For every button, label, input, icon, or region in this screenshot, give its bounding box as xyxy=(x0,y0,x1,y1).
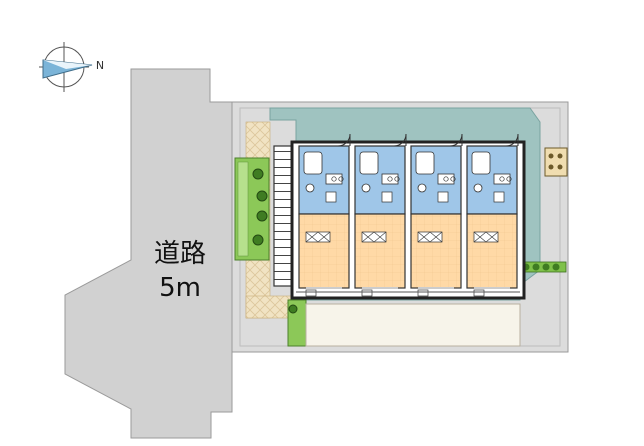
closet-icon xyxy=(417,231,443,243)
closet-icon xyxy=(473,231,499,243)
bathtub-icon xyxy=(303,151,323,175)
units-layer xyxy=(298,133,519,297)
washer-icon xyxy=(493,191,505,203)
unit-room xyxy=(298,213,350,289)
stove-burner-icon xyxy=(387,176,393,182)
road-name-label: 道路 xyxy=(154,239,206,269)
closet-door-icon xyxy=(417,231,443,243)
shrub-icons xyxy=(252,168,268,246)
kitchen-counter-icon xyxy=(381,173,399,185)
closet-door-icon xyxy=(305,231,331,243)
hedge-right xyxy=(519,261,567,273)
toilet-icon xyxy=(473,183,483,193)
closet-door-icon xyxy=(473,231,499,243)
road-area xyxy=(64,68,233,439)
shrub-icon-bottom xyxy=(288,304,298,314)
ac-unit-icon xyxy=(361,289,373,297)
bathtub-icon xyxy=(415,151,435,175)
stove-burner-icon xyxy=(450,176,456,182)
unit-room xyxy=(410,213,462,289)
bathtub-icon xyxy=(359,151,379,175)
toilet-icon xyxy=(361,183,371,193)
meter-box-icon xyxy=(544,147,568,177)
open-area-bottom xyxy=(305,303,521,347)
stove-burner-icon xyxy=(331,176,337,182)
planting-bed xyxy=(237,161,249,257)
stove-burner-icon xyxy=(338,176,344,182)
stove-burner-icon xyxy=(499,176,505,182)
closet-icon xyxy=(305,231,331,243)
kitchen-counter-icon xyxy=(493,173,511,185)
washer-icon xyxy=(437,191,449,203)
road-width-label: 5m xyxy=(159,273,201,303)
kitchen-counter-icon xyxy=(437,173,455,185)
ac-unit-icon xyxy=(417,289,429,297)
stove-burner-icon xyxy=(394,176,400,182)
stove-burner-icon xyxy=(443,176,449,182)
unit-room xyxy=(354,213,406,289)
closet-icon xyxy=(361,231,387,243)
ac-unit-icon xyxy=(473,289,485,297)
toilet-icon xyxy=(417,183,427,193)
bathtub-icon xyxy=(471,151,491,175)
washer-icon xyxy=(325,191,337,203)
washer-icon xyxy=(381,191,393,203)
toilet-icon xyxy=(305,183,315,193)
north-label: N xyxy=(96,59,104,72)
stove-burner-icon xyxy=(506,176,512,182)
kitchen-counter-icon xyxy=(325,173,343,185)
ac-unit-icon xyxy=(305,289,317,297)
closet-door-icon xyxy=(361,231,387,243)
unit-room xyxy=(466,213,518,289)
north-arrow-icon: N xyxy=(39,42,104,92)
